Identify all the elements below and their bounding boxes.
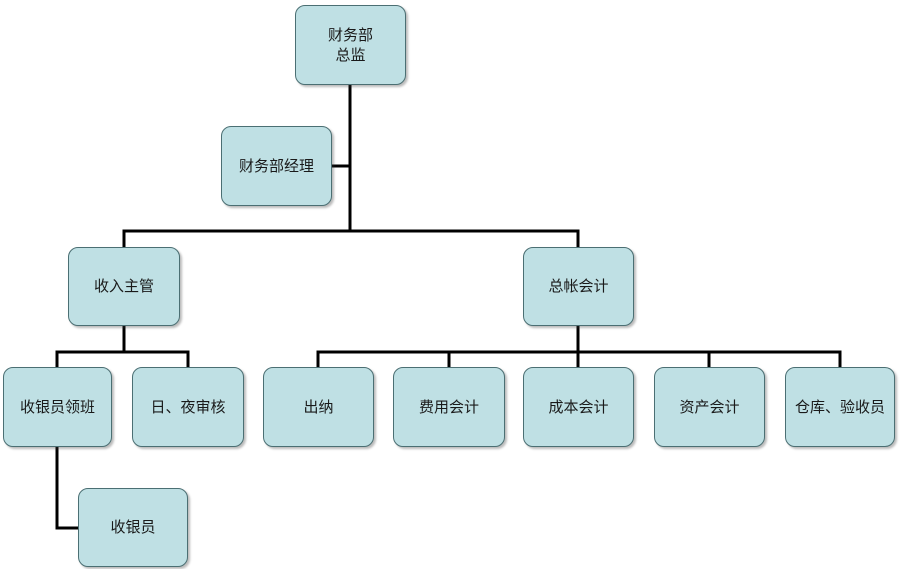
node-warehouse-receiving-clerk: 仓库、验收员: [785, 367, 895, 447]
node-teller: 出纳: [263, 367, 374, 447]
node-income-supervisor: 收入主管: [68, 247, 180, 326]
node-director: 财务部 总监: [295, 5, 406, 85]
node-general-ledger-accountant: 总帐会计: [523, 247, 634, 326]
node-cashier: 收银员: [78, 488, 188, 567]
node-expense-accountant: 费用会计: [393, 367, 505, 447]
node-cashier-leader: 收银员领班: [3, 367, 112, 447]
node-day-night-auditor: 日、夜审核: [132, 367, 244, 447]
node-cost-accountant: 成本会计: [523, 367, 634, 447]
node-manager: 财务部经理: [221, 126, 332, 206]
node-asset-accountant: 资产会计: [654, 367, 765, 447]
